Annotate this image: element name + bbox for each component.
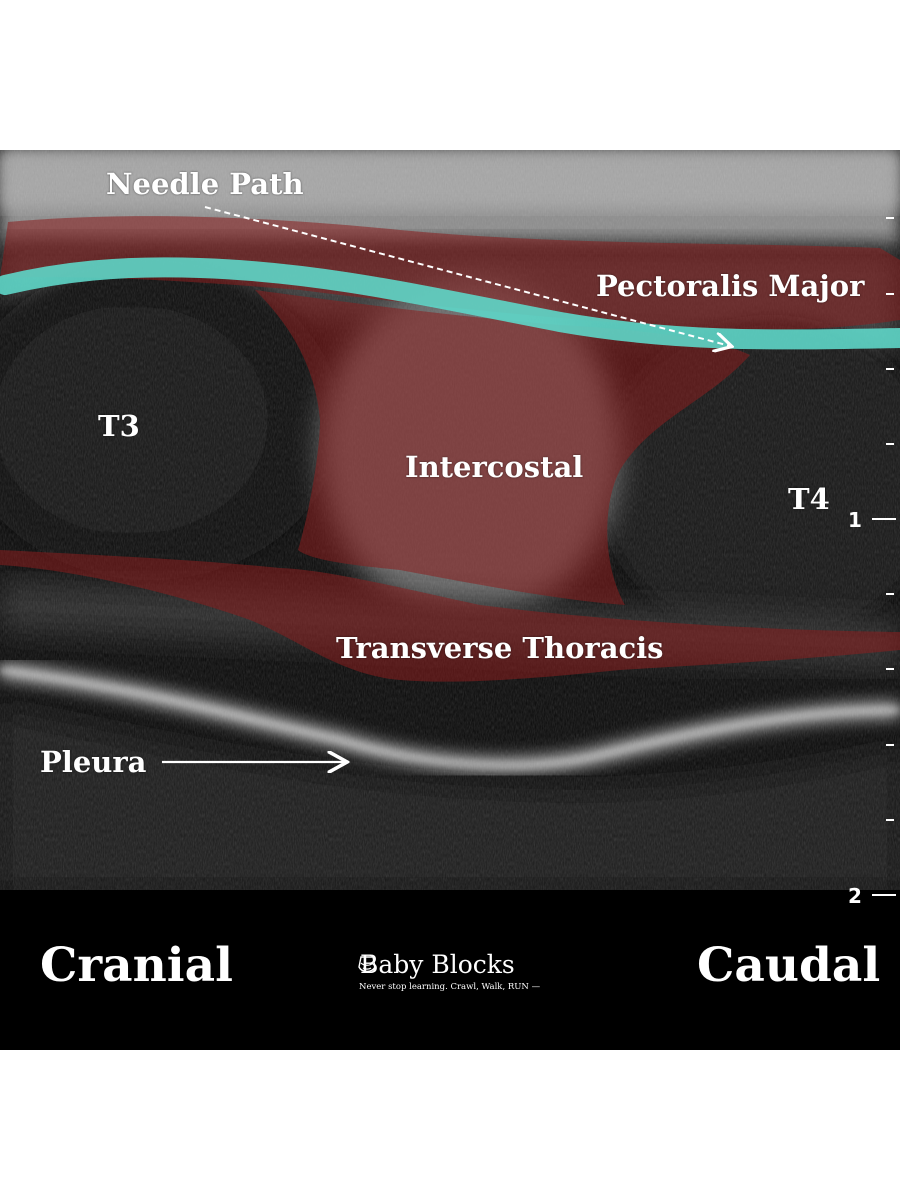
ultrasound-image-panel: Needle Path Pectoralis Major T3 Intercos… [0,150,900,1050]
depth-scale [872,217,896,896]
t3-label: T3 [98,409,140,443]
needle-path-label: Needle Path [106,167,304,201]
needle-path-arrow [204,206,730,346]
pectoralis-major-label: Pectoralis Major [596,269,865,303]
pleura-label: Pleura [40,745,147,779]
brand-tagline: Never stop learning. Crawl, Walk, RUN — [359,982,541,992]
fascia-overlay [0,257,900,350]
caudal-label: Caudal [697,938,881,993]
ultrasound-probe-icon [358,956,376,973]
cranial-label: Cranial [40,938,233,993]
intercostal-overlay [255,290,750,605]
intercostal-label: Intercostal [405,450,584,484]
transverse-thoracis-label: Transverse Thoracis [336,631,664,665]
transverse-thoracis-overlay [0,550,900,682]
ultrasound-scan [0,150,900,1050]
depth-mark-1: 1 [848,508,862,532]
t4-label: T4 [788,482,830,516]
depth-mark-2: 2 [848,884,862,908]
brand-logo: Baby Blocks Never stop learning. Crawl, … [340,950,560,992]
brand-name: Baby Blocks [360,950,515,979]
